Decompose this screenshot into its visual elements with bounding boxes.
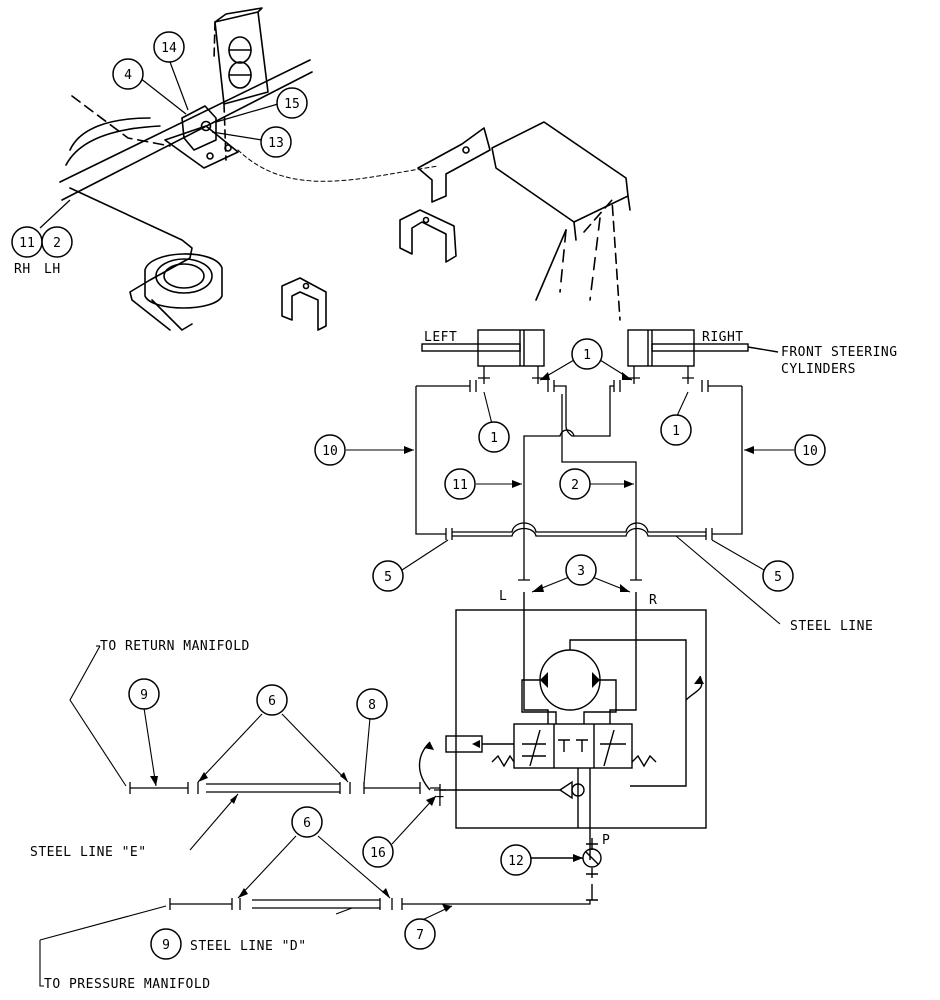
label-left-cylinder: LEFT [424, 330, 457, 345]
callout-3-text: 3 [577, 564, 585, 579]
callout-13 [260, 126, 292, 158]
callout-11-rh-text: 11 [19, 236, 35, 251]
port-label-t: T [436, 795, 444, 810]
callout-1-top [571, 338, 603, 370]
callout-5-right-text: 5 [774, 570, 782, 585]
callout-8 [356, 688, 388, 720]
callout-2-mid [559, 468, 591, 500]
hose-schematic [415, 366, 743, 581]
callout-10-right [794, 434, 826, 466]
port-label-l: L [499, 589, 507, 604]
callout-16 [362, 836, 394, 868]
callout-3 [565, 554, 597, 586]
callout-12 [500, 844, 532, 876]
callout-1-left-text: 1 [490, 431, 498, 446]
callout-11-mid [444, 468, 476, 500]
tank-port-fitting [434, 784, 446, 798]
return-pressure-lines [129, 782, 591, 910]
label-steel-line-d: STEEL LINE "D" [190, 939, 307, 954]
callout-9-bottom-text: 9 [162, 938, 170, 953]
callout-5-left [372, 560, 404, 592]
label-steel-line: STEEL LINE [790, 619, 873, 634]
callout-16-text: 16 [370, 846, 386, 861]
callout-15 [276, 87, 308, 119]
callout-2-mid-text: 2 [571, 478, 579, 493]
callout-4 [112, 58, 144, 90]
callout-9-top [128, 678, 160, 710]
label-front-steering: FRONT STEERING [781, 345, 898, 360]
callout-7 [404, 918, 436, 950]
label-rh: RH [14, 262, 31, 277]
callout-14-text: 14 [161, 41, 177, 56]
callout-11-mid-text: 11 [452, 478, 468, 493]
callout-10-right-text: 10 [802, 444, 818, 459]
callout-6-bottom [291, 806, 323, 838]
callout-8-text: 8 [368, 698, 376, 713]
callout-1-top-text: 1 [583, 348, 591, 363]
label-lh: LH [44, 262, 61, 277]
bottom-arrowheads [150, 772, 452, 912]
label-steel-line-e: STEEL LINE "E" [30, 845, 147, 860]
callout-6-bottom-text: 6 [303, 816, 311, 831]
mounting-assembly-drawing [59, 7, 631, 331]
callout-12-text: 12 [508, 854, 524, 869]
steering-valve-unit [418, 592, 707, 860]
callout-13-text: 13 [268, 136, 284, 151]
label-to-pressure-manifold: TO PRESSURE MANIFOLD [44, 977, 211, 992]
port-label-r: R [649, 593, 657, 608]
callout-10-left-text: 10 [322, 444, 338, 459]
callout-5-right [762, 560, 794, 592]
steering-cylinders [421, 329, 779, 367]
callout-1-left [478, 421, 510, 453]
callout-2-lh-text: 2 [53, 236, 61, 251]
callout-15-text: 15 [284, 97, 300, 112]
label-cylinders: CYLINDERS [781, 362, 856, 377]
callout-10-left [314, 434, 346, 466]
leader-arrowheads [404, 372, 754, 592]
label-to-return-manifold: TO RETURN MANIFOLD [100, 639, 250, 654]
valve-fills [424, 672, 704, 750]
callout-2-lh [41, 226, 73, 258]
callout-6-top [256, 684, 288, 716]
callout-9-bottom [150, 928, 182, 960]
bottom-leaders [39, 645, 453, 941]
label-right-cylinder: RIGHT [702, 330, 744, 345]
callout-1-right [660, 414, 692, 446]
p-port-arrow [573, 854, 583, 862]
callout-7-text: 7 [416, 928, 424, 943]
callout-6-top-text: 6 [268, 694, 276, 709]
mounting-leaders [39, 61, 279, 229]
callout-1-right-text: 1 [672, 424, 680, 439]
pressure-manifold-leader [39, 940, 44, 987]
callout-14 [153, 31, 185, 63]
callout-5-left-text: 5 [384, 570, 392, 585]
callout-4-text: 4 [124, 68, 132, 83]
port-label-p: P [602, 833, 610, 848]
callout-9-top-text: 9 [140, 688, 148, 703]
